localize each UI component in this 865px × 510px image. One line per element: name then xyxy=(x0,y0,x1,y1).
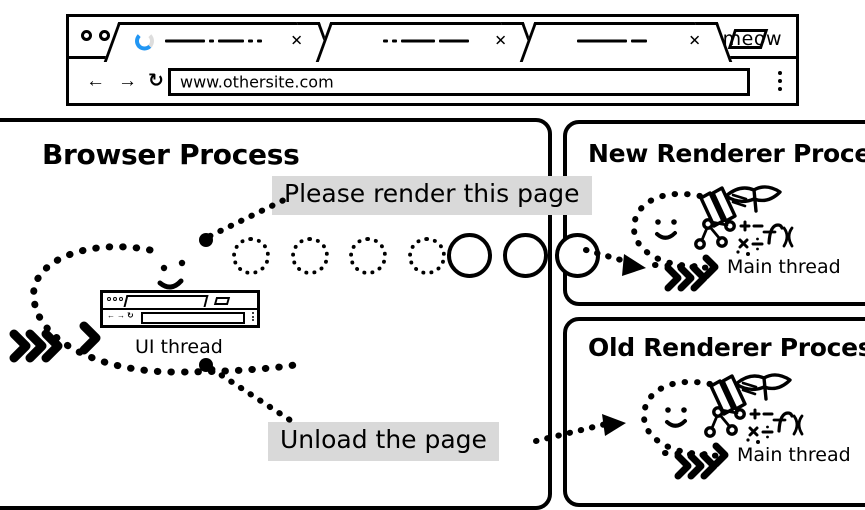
navigation-bar: ← → ↻ www.othersite.com xyxy=(69,59,796,106)
tab-title-placeholder xyxy=(577,39,647,42)
browser-process-title: Browser Process xyxy=(42,138,300,171)
mini-new-tab xyxy=(213,297,231,305)
kebab-dot xyxy=(778,79,782,83)
window-control-dot-2[interactable] xyxy=(99,30,110,41)
mini-tabstrip xyxy=(103,293,257,310)
kebab-dot xyxy=(778,71,782,75)
queue-circle-dotted-1 xyxy=(232,237,270,275)
ui-thread-browser-icon: ←→↻ xyxy=(100,290,260,328)
message-render-request: Please render this page xyxy=(272,176,592,215)
browser-tab-3[interactable]: ✕ xyxy=(519,22,733,62)
old-renderer-main-thread-label: Main thread xyxy=(737,444,851,466)
queue-circle-solid-2 xyxy=(503,233,548,278)
mini-dot xyxy=(107,297,111,301)
back-arrow-icon[interactable]: ← xyxy=(86,70,105,92)
brand-label: meow xyxy=(722,28,782,50)
address-bar[interactable]: www.othersite.com xyxy=(168,68,750,96)
queue-circle-dotted-4 xyxy=(408,237,446,275)
reload-icon[interactable]: ↻ xyxy=(148,70,164,92)
mini-dot xyxy=(113,297,117,301)
mini-kebab-dot xyxy=(252,312,254,314)
mini-kebab-icon xyxy=(252,312,254,321)
kebab-dot xyxy=(778,87,782,91)
ui-thread-label: UI thread xyxy=(135,336,223,358)
queue-circle-dotted-2 xyxy=(291,237,329,275)
tab-title-placeholder xyxy=(383,39,469,42)
new-renderer-title: New Renderer Process xyxy=(588,139,865,168)
mini-kebab-dot xyxy=(252,319,254,321)
queue-circle-solid-3 xyxy=(555,233,600,278)
tab-close-icon[interactable]: ✕ xyxy=(688,32,701,49)
tab-loading-spinner-icon xyxy=(135,31,154,50)
forward-arrow-icon[interactable]: → xyxy=(118,70,137,92)
queue-circle-dotted-3 xyxy=(349,237,387,275)
tab-close-icon[interactable]: ✕ xyxy=(290,32,303,49)
queue-circle-solid-1 xyxy=(447,233,492,278)
browser-window: ✕ ✕ ✕ xyxy=(66,14,799,106)
address-bar-value: www.othersite.com xyxy=(180,72,334,92)
mini-address-bar xyxy=(141,312,245,324)
mini-kebab-dot xyxy=(252,315,254,318)
window-control-dot-1[interactable] xyxy=(81,30,92,41)
new-renderer-main-thread-label: Main thread xyxy=(727,256,841,278)
mini-tab xyxy=(123,295,209,307)
tab-strip: ✕ ✕ ✕ xyxy=(69,17,796,62)
tab-close-icon[interactable]: ✕ xyxy=(494,32,507,49)
browser-tab-1[interactable]: ✕ xyxy=(103,22,335,62)
old-renderer-title: Old Renderer Process xyxy=(588,333,865,362)
mini-dot xyxy=(119,297,123,301)
tab-title-placeholder xyxy=(165,39,262,42)
mini-nav-icons: ←→↻ xyxy=(107,311,136,320)
browser-tab-2[interactable]: ✕ xyxy=(315,22,539,62)
mini-window-controls xyxy=(107,297,123,301)
message-unload-request: Unload the page xyxy=(268,422,499,461)
kebab-menu-icon[interactable] xyxy=(778,71,782,91)
